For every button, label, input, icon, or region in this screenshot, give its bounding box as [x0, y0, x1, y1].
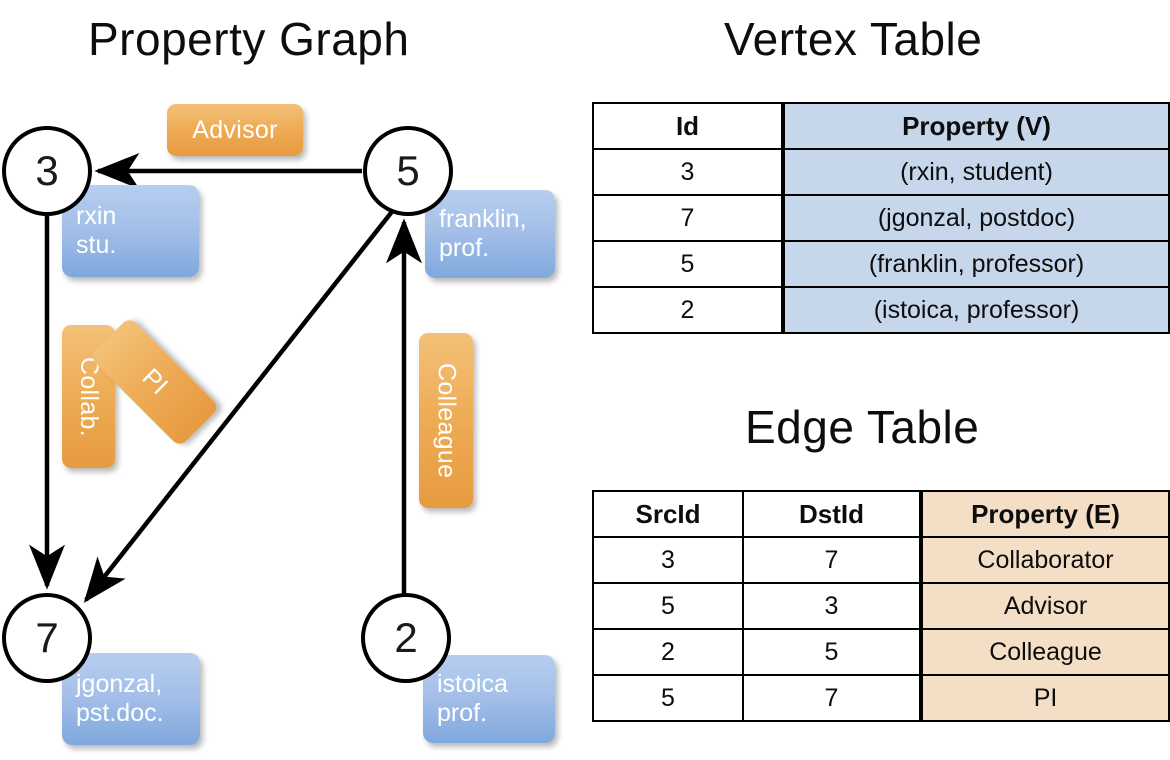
prop-line-1: rxin	[76, 201, 117, 230]
vertex-property-cell: (jgonzal, postdoc)	[781, 194, 1170, 242]
edge-pi-5-to-7	[83, 202, 400, 603]
edge-property-cell: PI	[919, 674, 1170, 722]
edge-src-cell: 2	[592, 628, 744, 676]
vertex-id-cell: 3	[592, 148, 784, 196]
vertex-property-cell: (istoica, professor)	[781, 286, 1170, 334]
table-row[interactable]: 5 7 PI	[592, 674, 1170, 722]
table-row[interactable]: 5 (franklin, professor)	[592, 240, 1170, 288]
vertex-property-box-rxin: rxin stu.	[62, 185, 199, 277]
page-title-property-graph: Property Graph	[88, 13, 410, 65]
table-row[interactable]: 2 5 Colleague	[592, 628, 1170, 676]
vertex-table: Id Property (V) 3 (rxin, student) 7 (jgo…	[592, 102, 1170, 334]
edge-src-cell: 5	[592, 674, 744, 722]
vertex-property-box-istoica: istoica prof.	[423, 655, 555, 743]
edge-src-cell: 5	[592, 582, 744, 630]
edge-dst-cell: 5	[742, 628, 922, 676]
prop-line-1: jgonzal,	[76, 669, 163, 698]
graph-edges-svg	[29, 153, 422, 603]
graph-node-7[interactable]: 7	[2, 593, 92, 683]
vertex-property-cell: (rxin, student)	[781, 148, 1170, 196]
edge-table: SrcId DstId Property (E) 3 7 Collaborato…	[592, 490, 1170, 722]
vertex-table-header-property: Property (V)	[781, 102, 1170, 150]
vertex-property-box-jgonzal: jgonzal, pst.doc.	[62, 653, 200, 745]
property-graph-panel: Property Graph Advisor Collab. PI Collea…	[2, 13, 555, 745]
edge-dst-cell: 7	[742, 536, 922, 584]
vertex-table-header-id: Id	[592, 102, 784, 150]
edge-table-header-dstid: DstId	[742, 490, 922, 538]
edge-dst-cell: 3	[742, 582, 922, 630]
graph-node-2[interactable]: 2	[361, 593, 451, 683]
edge-property-cell: Collaborator	[919, 536, 1170, 584]
edge-badge-colleague: Colleague	[419, 333, 473, 508]
vertex-table-header-row: Id Property (V)	[592, 102, 1170, 150]
prop-line-2: prof.	[439, 234, 490, 262]
edge-table-header-srcid: SrcId	[592, 490, 744, 538]
vertex-property-box-franklin: franklin, prof.	[425, 190, 555, 278]
edge-property-cell: Colleague	[919, 628, 1170, 676]
edge-table-header-row: SrcId DstId Property (E)	[592, 490, 1170, 538]
edge-badge-advisor: Advisor	[167, 104, 303, 156]
table-row[interactable]: 2 (istoica, professor)	[592, 286, 1170, 334]
vertex-id-cell: 7	[592, 194, 784, 242]
table-row[interactable]: 3 7 Collaborator	[592, 536, 1170, 584]
prop-line-2: prof.	[437, 699, 488, 727]
page-title-vertex-table: Vertex Table	[724, 13, 983, 65]
edge-badge-pi-text: PI	[136, 363, 174, 401]
edge-property-cell: Advisor	[919, 582, 1170, 630]
edge-src-cell: 3	[592, 536, 744, 584]
graph-node-3[interactable]: 3	[2, 126, 92, 216]
table-row[interactable]: 5 3 Advisor	[592, 582, 1170, 630]
prop-line-2: stu.	[76, 231, 117, 259]
prop-line-1: istoica	[437, 669, 508, 698]
vertex-id-cell: 2	[592, 286, 784, 334]
edge-table-header-property: Property (E)	[919, 490, 1170, 538]
edge-dst-cell: 7	[742, 674, 922, 722]
page-title-edge-table: Edge Table	[745, 401, 980, 453]
table-row[interactable]: 3 (rxin, student)	[592, 148, 1170, 196]
vertex-property-cell: (franklin, professor)	[781, 240, 1170, 288]
graph-node-5[interactable]: 5	[363, 126, 453, 216]
prop-line-2: pst.doc.	[76, 699, 164, 727]
table-row[interactable]: 7 (jgonzal, postdoc)	[592, 194, 1170, 242]
vertex-id-cell: 5	[592, 240, 784, 288]
prop-line-1: franklin,	[439, 204, 527, 233]
